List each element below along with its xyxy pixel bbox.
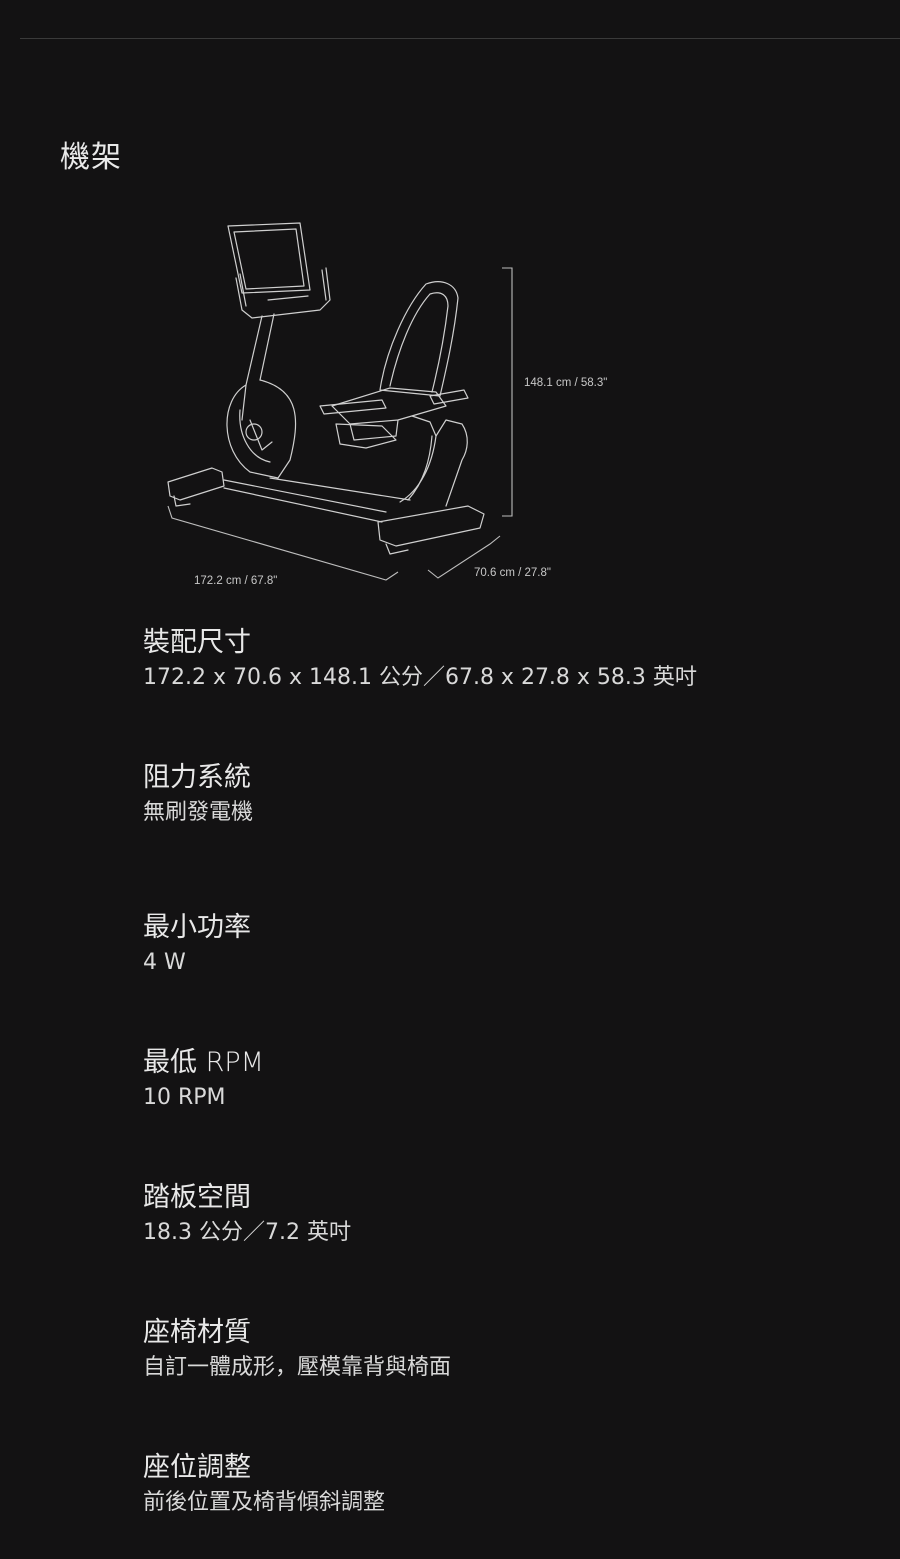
spec-value: 172.2 x 70.6 x 148.1 公分／67.8 x 27.8 x 58… — [143, 665, 697, 690]
bike-dimension-diagram: 148.1 cm / 58.3" 172.2 cm / 67.8" 70.6 c… — [150, 210, 650, 600]
spec-value: 前後位置及椅背傾斜調整 — [143, 1490, 386, 1515]
spec-value: 無刷發電機 — [143, 800, 254, 825]
spec-item-pedal-spacing: 踏板空間 18.3 公分／7.2 英吋 — [143, 1180, 351, 1250]
spec-label: 阻力系統 — [143, 762, 251, 793]
spec-label: 最小功率 — [143, 912, 251, 943]
spec-item-seat-material: 座椅材質 自訂一體成形，壓模靠背與椅面 — [143, 1315, 451, 1385]
width-dimension-label: 70.6 cm / 27.8" — [474, 567, 551, 579]
height-dimension-label: 148.1 cm / 58.3" — [524, 377, 607, 389]
spec-label: 裝配尺寸 — [143, 627, 251, 658]
spec-value: 自訂一體成形，壓模靠背與椅面 — [143, 1355, 452, 1380]
recumbent-bike-illustration: 148.1 cm / 58.3" 172.2 cm / 67.8" 70.6 c… — [167, 222, 607, 587]
spec-label: 座位調整 — [143, 1452, 251, 1483]
spec-item-seat-adjustment: 座位調整 前後位置及椅背傾斜調整 — [143, 1450, 385, 1520]
top-divider — [20, 38, 900, 39]
spec-label: 最低 RPM — [143, 1047, 264, 1078]
spec-item-assembly-size: 裝配尺寸 172.2 x 70.6 x 148.1 公分／67.8 x 27.8… — [143, 625, 697, 695]
spec-item-min-power: 最小功率 4 W — [143, 910, 251, 980]
spec-item-resistance-system: 阻力系統 無刷發電機 — [143, 760, 253, 830]
length-dimension-label: 172.2 cm / 67.8" — [194, 575, 277, 587]
section-title: 機架 — [60, 140, 122, 175]
spec-label: 座椅材質 — [143, 1317, 251, 1348]
spec-item-min-rpm: 最低 RPM 10 RPM — [143, 1045, 264, 1115]
spec-value: 4 W — [143, 950, 186, 975]
spec-label: 踏板空間 — [143, 1182, 251, 1213]
spec-value: 10 RPM — [143, 1085, 226, 1110]
spec-value: 18.3 公分／7.2 英吋 — [143, 1220, 351, 1245]
